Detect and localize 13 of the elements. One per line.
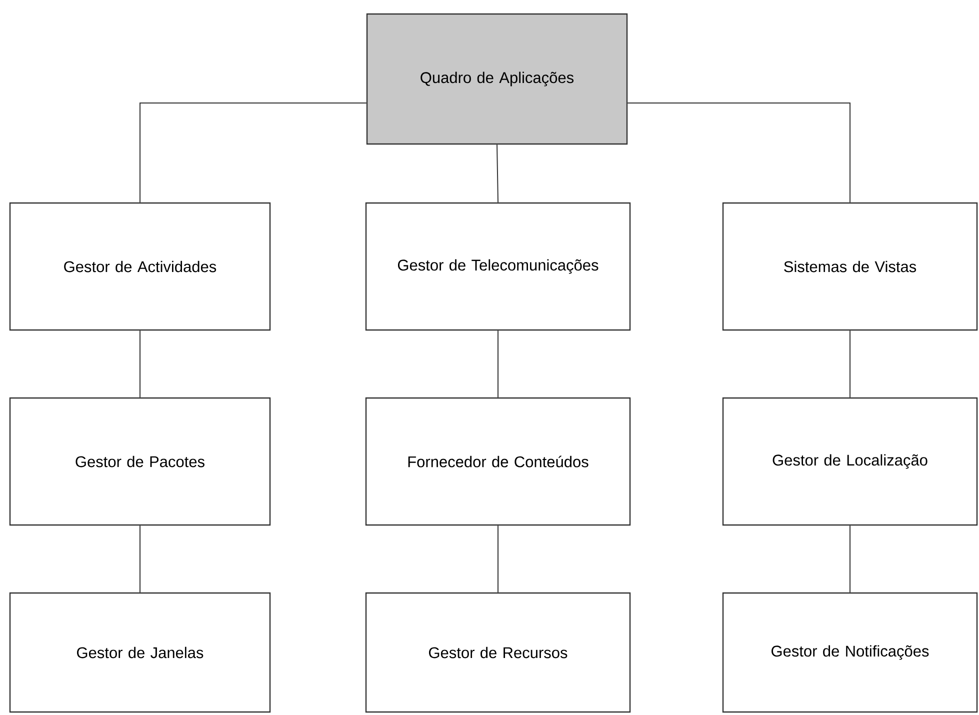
module-box: Gestor de Janelas	[9, 592, 271, 713]
module-box: Gestor de Pacotes	[9, 397, 271, 526]
module-box: Gestor de Recursos	[365, 592, 631, 713]
module-box: Fornecedor de Conteúdos	[365, 397, 631, 526]
module-box: Gestor de Localização	[722, 397, 978, 526]
connector-line	[140, 102, 367, 203]
module-box: Gestor de Telecomunicações	[365, 202, 631, 331]
module-box: Gestor de Actividades	[9, 202, 271, 331]
connector-line	[627, 102, 850, 203]
root-box: Quadro de Aplicações	[366, 13, 628, 145]
module-box: Sistemas de Vistas	[722, 202, 978, 331]
module-box: Gestor de Notificações	[722, 592, 978, 713]
connector-line	[496, 144, 498, 203]
